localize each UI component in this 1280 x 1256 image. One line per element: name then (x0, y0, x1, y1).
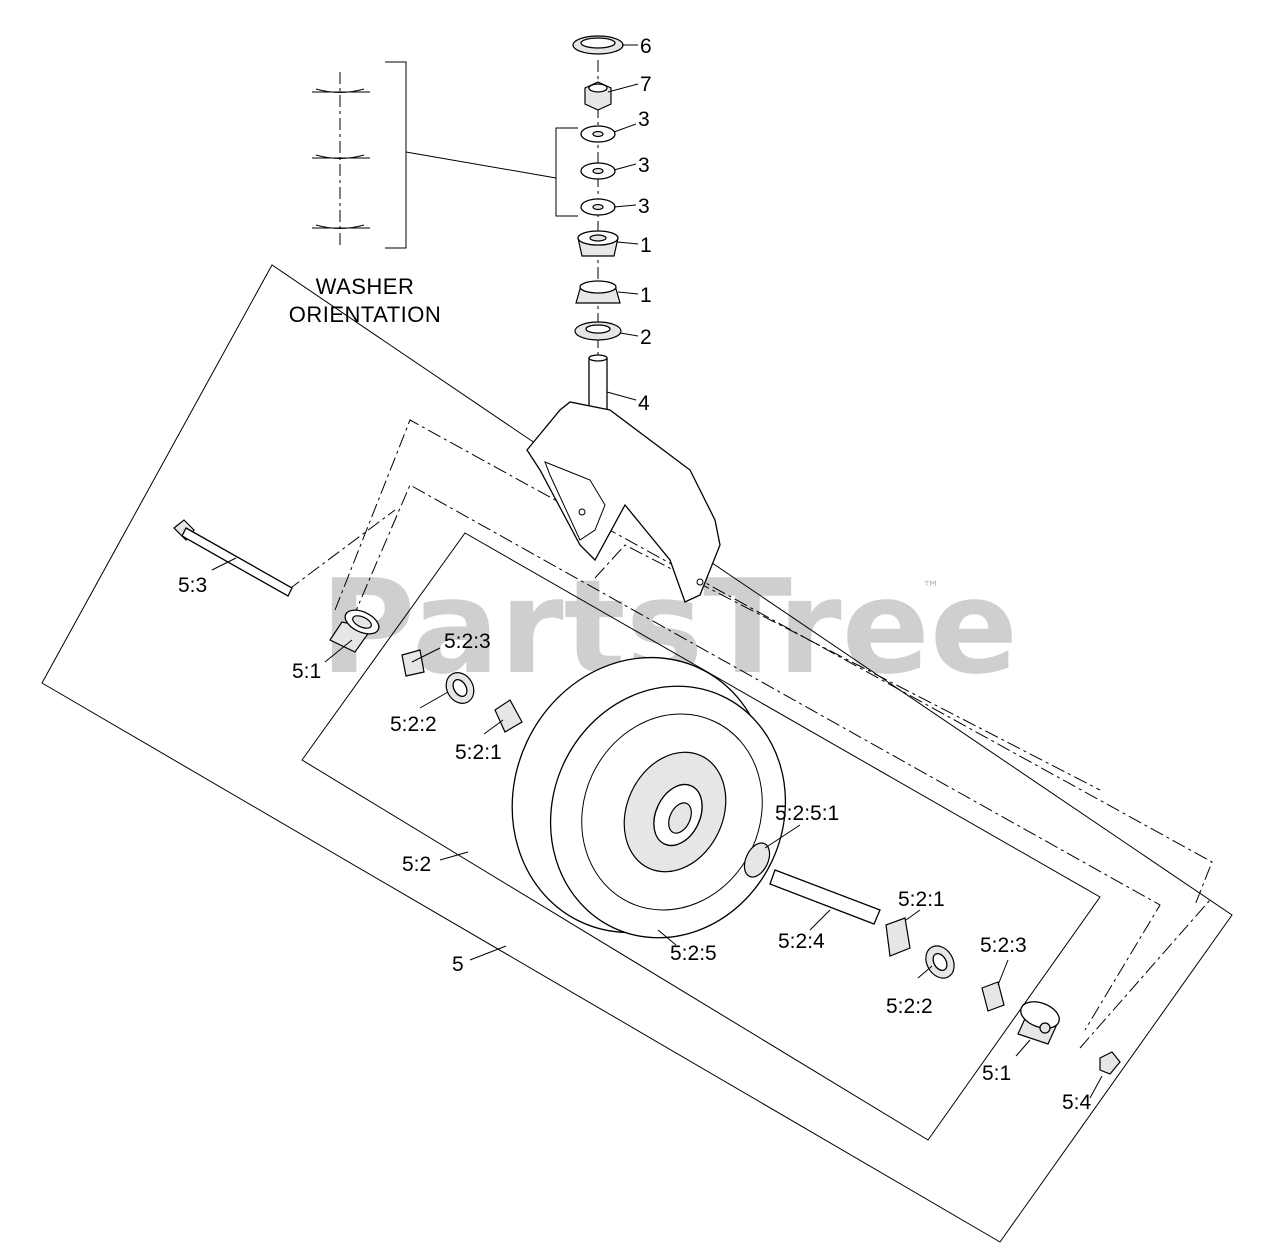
bearing-cup-5-2-2-right (925, 945, 955, 979)
axle-tube-5-2-4 (769, 869, 881, 925)
dust-cap-6 (572, 35, 624, 55)
washer-3-bottom (580, 198, 616, 216)
callout-5-2-3-left: 5:2:3 (444, 630, 491, 653)
callout-5-2-5: 5:2:5 (670, 942, 717, 965)
assembly-5-2-frame (301, 532, 1101, 1141)
callout-5-2-2-right: 5:2:2 (886, 995, 933, 1018)
callout-5-1-right: 5:1 (982, 1062, 1011, 1085)
callout-1-lower: 1 (640, 284, 652, 307)
bearing-cup-2 (574, 321, 622, 341)
assembly-5-frame (41, 264, 1233, 1243)
callout-4: 4 (638, 392, 650, 415)
callout-7: 7 (640, 73, 652, 96)
callout-5-2: 5:2 (402, 853, 431, 876)
callout-3-top: 3 (638, 108, 650, 131)
seal-5-2-5-1 (743, 842, 771, 878)
washer-orientation-inset: WASHER ORIENTATION (289, 61, 557, 327)
mounting-hidden-lines (287, 419, 1213, 1049)
callout-6: 6 (640, 35, 652, 58)
axle-bolt-5-3 (173, 519, 293, 597)
bearing-cup-5-2-2-left (445, 672, 475, 704)
bearing-cone-5-2-1-left (494, 699, 523, 733)
wheel-spacer-5-1-left (329, 609, 380, 653)
callout-3-middle: 3 (638, 154, 650, 177)
callout-5-2-1-left: 5:2:1 (455, 741, 502, 764)
callout-5-2-2-left: 5:2:2 (390, 713, 437, 736)
callout-5-1-left: 5:1 (292, 660, 321, 683)
wheel-spacer-5-1-right (1017, 1001, 1060, 1045)
callout-labels: 6 7 3 3 3 1 1 2 4 5:3 5:1 5:2:3 5:2:2 5:… (178, 35, 1092, 1114)
caption-orientation: ORIENTATION (289, 302, 442, 327)
axle-nut-5-4 (1099, 1051, 1121, 1075)
bearing-cone-5-2-1-right (885, 917, 911, 957)
callout-5-2-5-1: 5:2:5:1 (775, 802, 839, 825)
washer-3-bracket (555, 127, 578, 217)
caster-fork (526, 401, 721, 603)
caption-washer: WASHER (316, 274, 415, 299)
bearing-cone-1-upper (577, 230, 619, 257)
callout-5-2-3-right: 5:2:3 (980, 934, 1027, 957)
bushing-5-2-3-left (401, 649, 425, 677)
callout-2: 2 (640, 326, 652, 349)
callout-5-3: 5:3 (178, 574, 207, 597)
belleville-washer-icon (312, 88, 370, 229)
washer-3-middle (580, 162, 616, 180)
callout-5: 5 (452, 953, 464, 976)
washer-3-top (580, 125, 616, 143)
wheel-tire-5-2-5 (511, 656, 787, 939)
callout-5-2-1-right: 5:2:1 (898, 888, 945, 911)
bearing-cone-1-lower (575, 280, 621, 304)
callout-5-4: 5:4 (1062, 1091, 1092, 1114)
watermark-trademark: ™ (922, 578, 940, 599)
leader-lines (211, 44, 1103, 1099)
callout-5-2-4: 5:2:4 (778, 930, 825, 953)
locknut-7 (584, 81, 612, 111)
callout-1-upper: 1 (640, 234, 652, 257)
bushing-5-2-3-right (981, 981, 1005, 1012)
callout-3-bottom: 3 (638, 195, 650, 218)
